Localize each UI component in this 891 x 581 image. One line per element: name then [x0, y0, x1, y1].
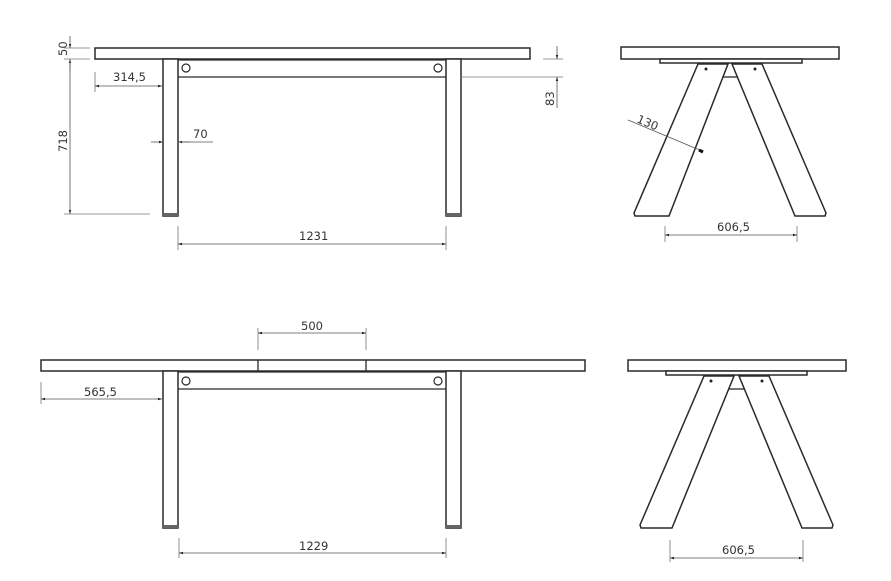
front-view-extended: 500 565,5 1229	[40, 319, 586, 558]
dimension-overhang: 565,5	[40, 382, 162, 404]
apron	[178, 59, 446, 78]
dimension-top-thickness: 50	[56, 36, 90, 71]
left-foot	[163, 525, 178, 528]
svg-text:314,5: 314,5	[113, 70, 146, 84]
dimension-leg-width: 70	[151, 127, 213, 144]
bolt-hole-right	[433, 63, 443, 73]
right-leg	[445, 58, 462, 217]
bolt-left	[709, 379, 713, 383]
bolt-hole-right	[433, 376, 443, 386]
bolt-left	[704, 67, 708, 71]
dimension-extension-leaf: 500	[257, 319, 367, 350]
right-leg	[737, 375, 834, 529]
left-leg	[639, 375, 736, 529]
svg-text:1229: 1229	[299, 539, 328, 553]
svg-text:83: 83	[543, 91, 557, 106]
left-leg	[162, 58, 179, 217]
dimension-overall-height: 718	[56, 60, 150, 215]
left-leg	[633, 63, 730, 217]
tabletop	[94, 47, 531, 60]
left-leg	[162, 370, 179, 529]
right-foot	[446, 213, 461, 216]
svg-text:565,5: 565,5	[84, 385, 117, 399]
right-foot	[446, 525, 461, 528]
bolt-hole-left	[181, 63, 191, 73]
bolt-right	[760, 379, 764, 383]
svg-text:718: 718	[56, 130, 70, 152]
left-foot	[163, 213, 178, 216]
rail	[665, 370, 808, 376]
svg-text:500: 500	[301, 319, 323, 333]
right-leg	[730, 63, 827, 217]
rail	[659, 58, 803, 64]
dimension-apron-height: 83	[460, 46, 563, 108]
dimension-overhang: 314,5	[94, 70, 162, 92]
front-view-closed: 50 718 314,5 70 83	[56, 36, 563, 250]
apron	[178, 371, 446, 390]
svg-text:130: 130	[635, 112, 661, 133]
tabletop	[620, 46, 840, 60]
side-view-closed: 130 606,5	[620, 46, 840, 242]
side-view-extended: 606,5	[627, 359, 847, 562]
dimension-leg-spacing: 1231	[177, 226, 447, 250]
right-leg	[445, 370, 462, 529]
dimension-foot-spread: 606,5	[669, 540, 804, 562]
svg-text:50: 50	[56, 41, 70, 56]
svg-text:1231: 1231	[299, 229, 328, 243]
tabletop-extended	[40, 359, 586, 372]
svg-text:606,5: 606,5	[717, 220, 750, 234]
tabletop	[627, 359, 847, 372]
svg-text:70: 70	[193, 127, 208, 141]
dimension-foot-spread: 606,5	[664, 220, 798, 242]
bolt-right	[753, 67, 757, 71]
svg-text:606,5: 606,5	[722, 543, 755, 557]
dimension-leg-spacing: 1229	[178, 538, 447, 558]
bolt-hole-left	[181, 376, 191, 386]
